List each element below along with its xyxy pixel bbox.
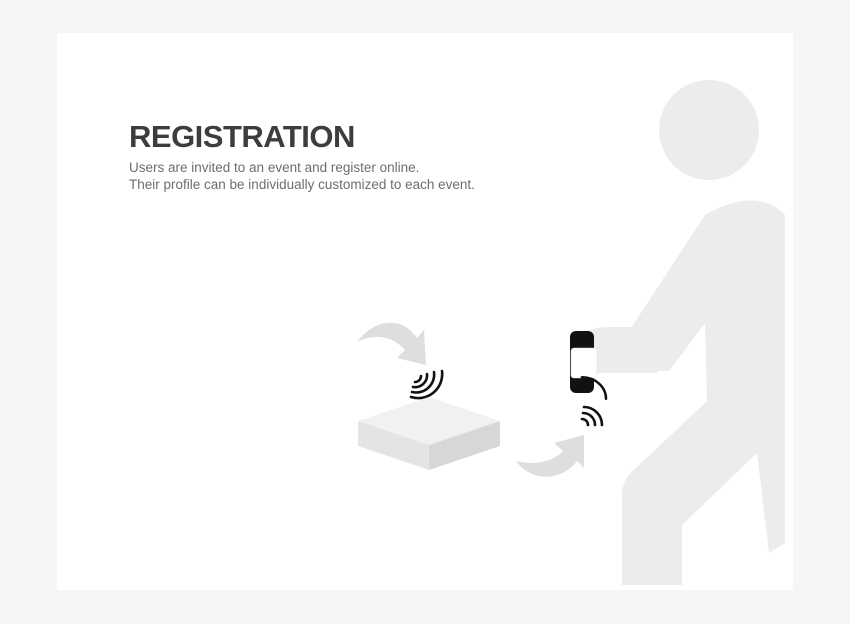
curved-arrow-icon	[516, 435, 584, 477]
description-line: Their profile can be individually custom…	[129, 177, 475, 192]
registration-card: REGISTRATION Users are invited to an eve…	[57, 33, 793, 590]
registration-illustration	[357, 80, 785, 585]
reader-box-left	[358, 421, 429, 470]
section-title: REGISTRATION	[129, 119, 355, 154]
reader-box-right	[429, 421, 500, 470]
wristband-icon	[570, 331, 598, 393]
wristband-face	[570, 347, 598, 379]
person-body	[579, 200, 785, 585]
description-line: Users are invited to an event and regist…	[129, 160, 420, 175]
signal-waves-icon	[409, 369, 444, 400]
person-silhouette-icon	[577, 80, 785, 585]
reader-box-icon	[358, 397, 500, 470]
section-description: Users are invited to an event and regist…	[129, 159, 475, 193]
signal-waves-icon	[580, 376, 608, 427]
curved-arrow-icon	[357, 322, 426, 365]
person-head	[659, 80, 759, 180]
